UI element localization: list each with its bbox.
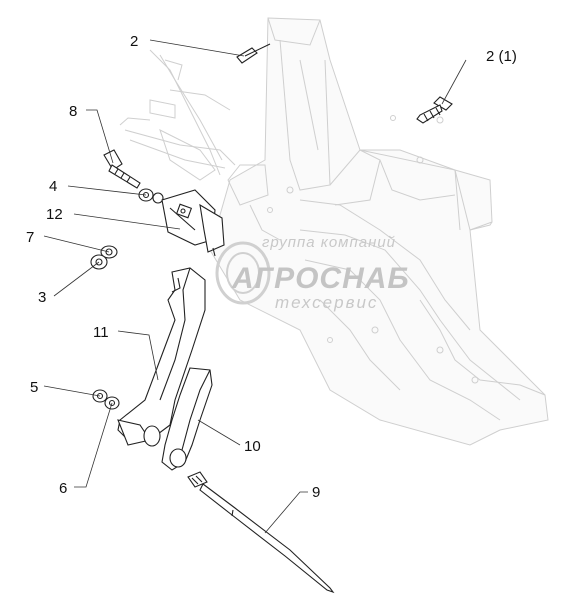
bolt-part-2 (236, 43, 271, 64)
callout-5: 5 (30, 379, 38, 396)
callout-2-1: 2 (1) (486, 48, 517, 65)
callout-12: 12 (46, 206, 63, 223)
bolt-part-8 (103, 149, 141, 189)
watermark-line1: группа компаний (262, 234, 396, 251)
callout-10: 10 (244, 438, 261, 455)
callout-11: 11 (93, 324, 109, 341)
bolt-part-2-1 (416, 96, 453, 124)
callout-7: 7 (26, 229, 34, 246)
callouts: 2 2 (1) 8 4 12 7 3 11 5 6 10 9 (26, 33, 517, 501)
callout-8: 8 (69, 103, 77, 120)
callout-6: 6 (59, 480, 67, 497)
arm-part-10 (161, 367, 213, 471)
watermark-line2: АГРОСНАБ (231, 262, 410, 295)
bracket-part-12 (161, 189, 225, 257)
watermark: группа компаний АГРОСНАБ техсервис (215, 234, 410, 312)
nut-part-4 (138, 188, 164, 204)
callout-3: 3 (38, 289, 46, 306)
frame-assembly-background (119, 17, 549, 446)
tine-part-9 (187, 471, 335, 594)
callout-2-top: 2 (130, 33, 138, 50)
watermark-line3: техсервис (275, 293, 378, 312)
leader-lines (43, 39, 467, 534)
callout-4: 4 (49, 178, 57, 195)
callout-9: 9 (312, 484, 320, 501)
arm-part-11 (117, 267, 206, 447)
